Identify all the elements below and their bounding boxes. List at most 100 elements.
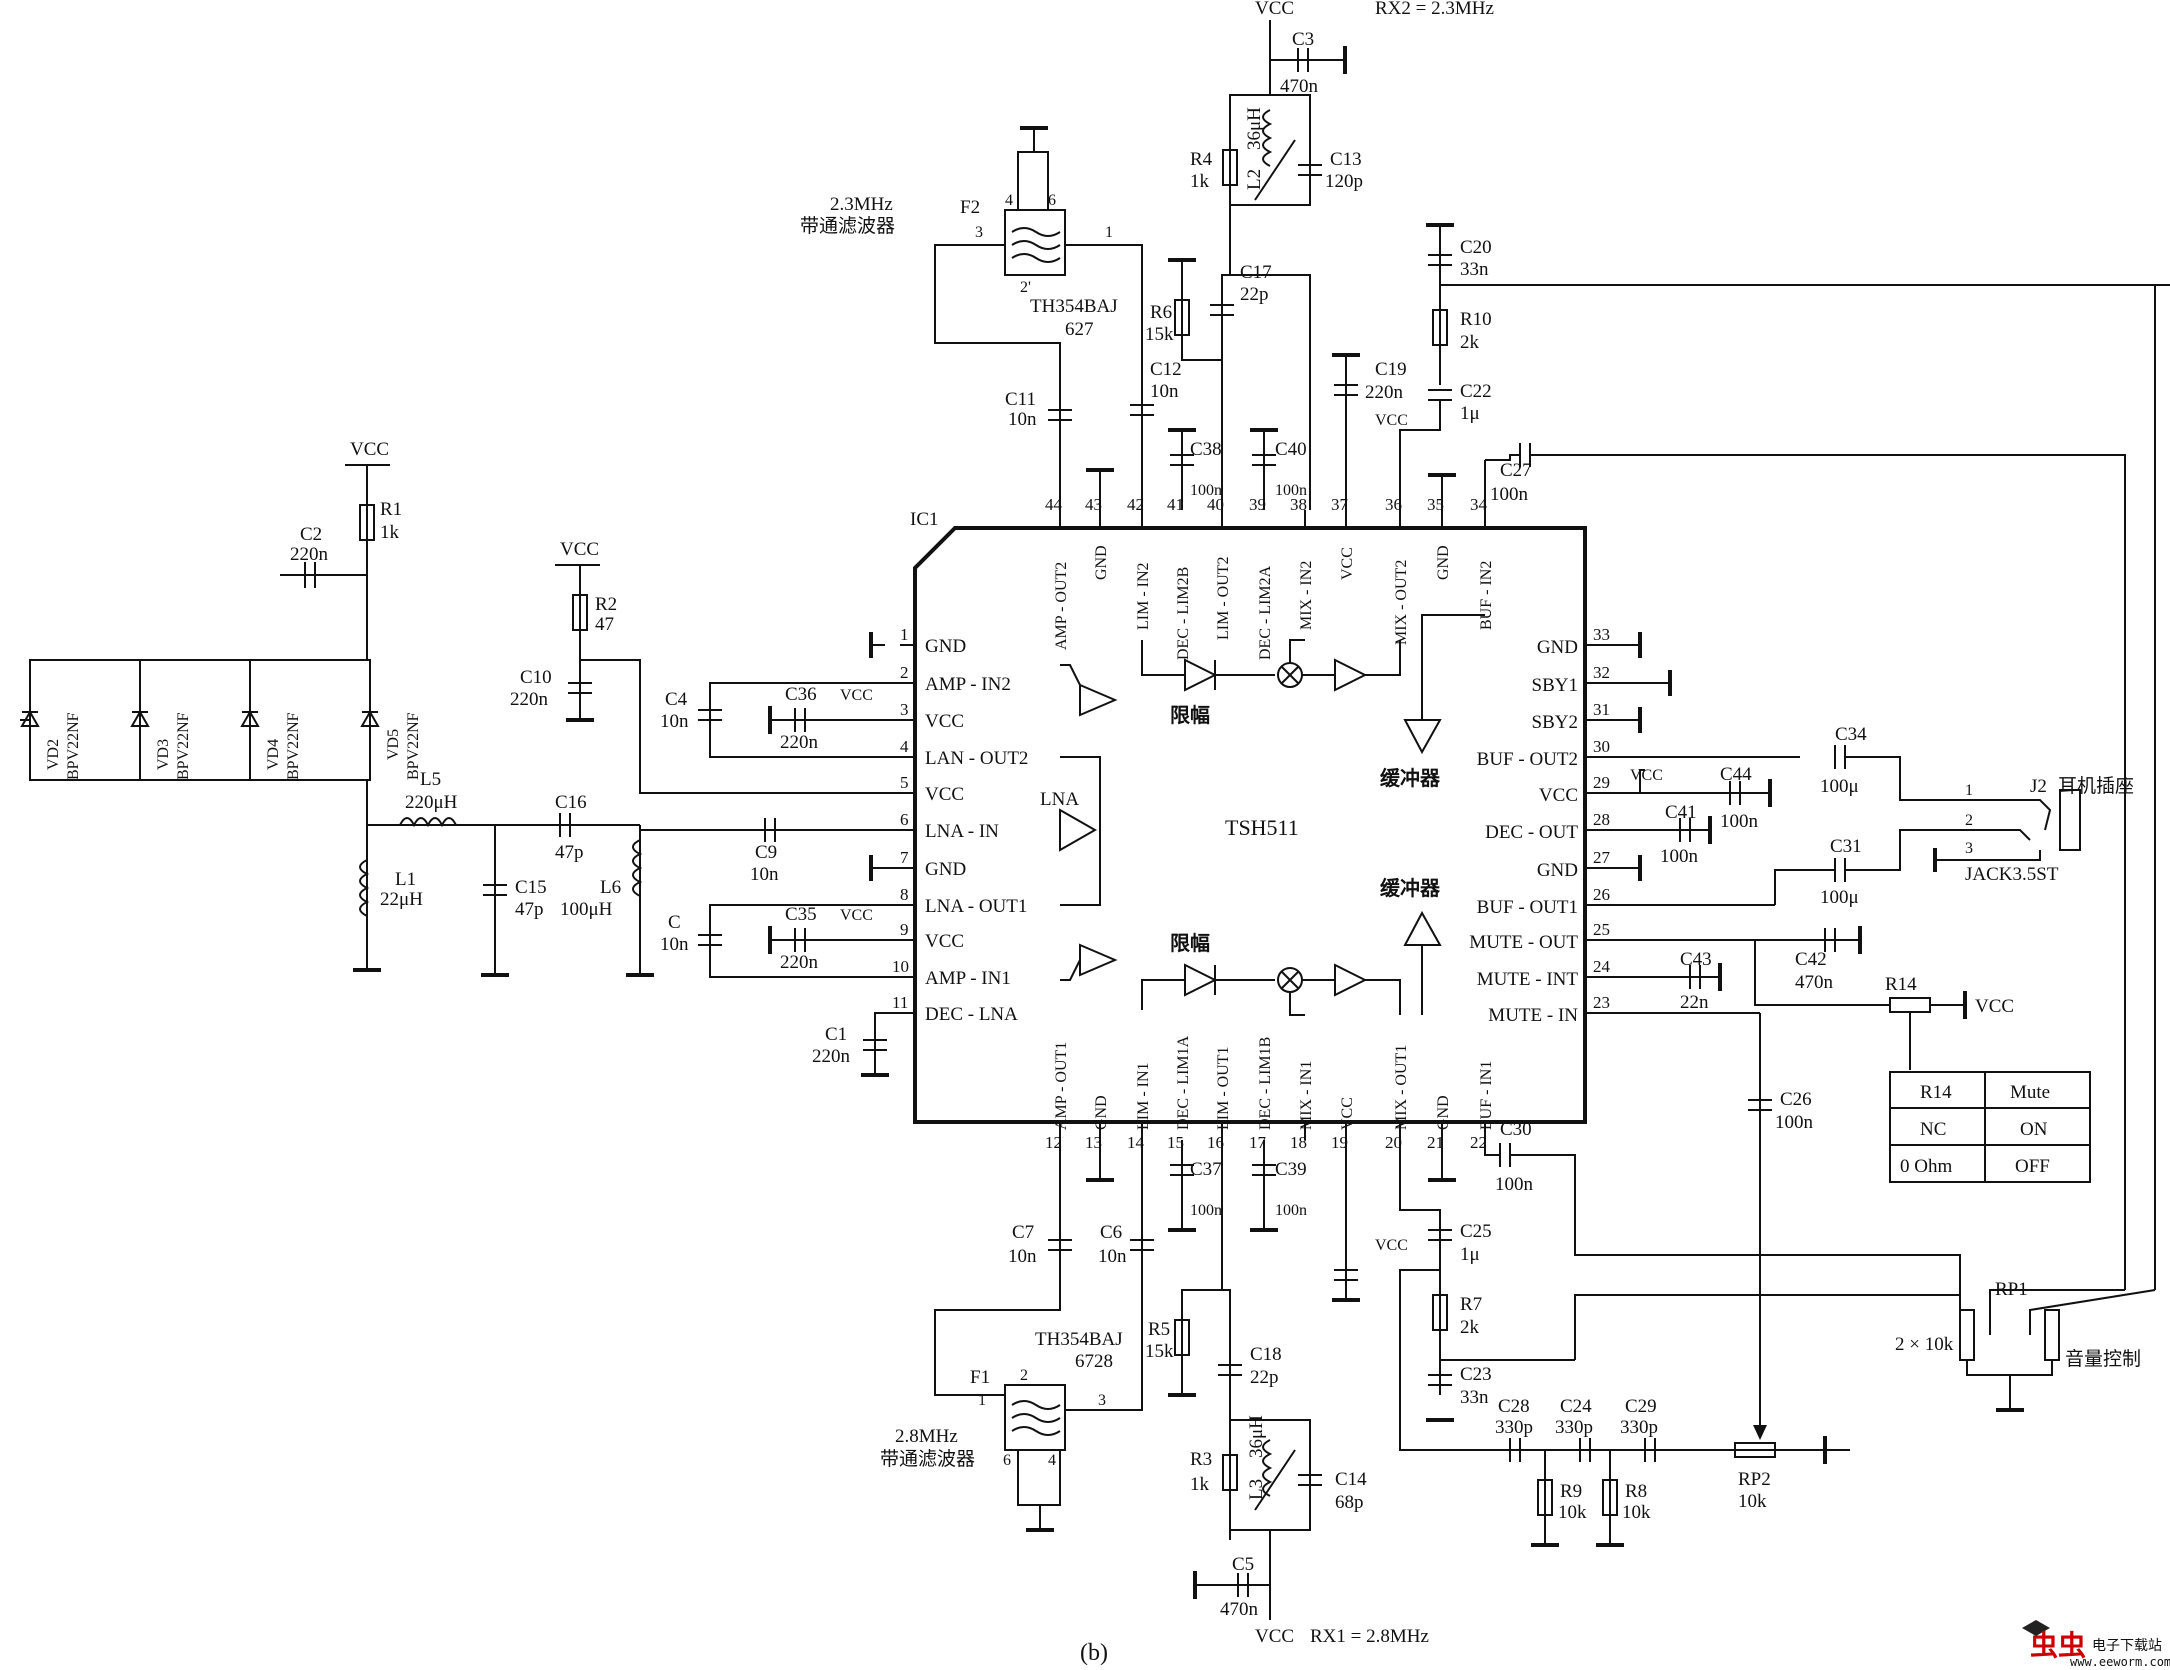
svg-text:100μ: 100μ bbox=[1820, 887, 1859, 908]
l6-inductor bbox=[632, 839, 643, 897]
lna-block: LNA bbox=[1040, 756, 1101, 906]
svg-text:12: 12 bbox=[1045, 1133, 1062, 1152]
svg-text:100n: 100n bbox=[1275, 1202, 1307, 1219]
svg-text:GND: GND bbox=[1537, 860, 1578, 881]
svg-text:15k: 15k bbox=[1145, 1341, 1174, 1362]
svg-text:6728: 6728 bbox=[1075, 1351, 1113, 1372]
svg-text:GND: GND bbox=[1435, 545, 1452, 580]
svg-text:VCC: VCC bbox=[1539, 785, 1578, 806]
svg-text:28: 28 bbox=[1593, 810, 1610, 829]
svg-text:3: 3 bbox=[1965, 840, 1973, 857]
svg-text:AMP - IN1: AMP - IN1 bbox=[925, 968, 1011, 989]
r5-resistor bbox=[1174, 1319, 1190, 1356]
svg-text:100μH: 100μH bbox=[560, 899, 613, 920]
svg-text:22n: 22n bbox=[1680, 992, 1709, 1013]
svg-text:VD5: VD5 bbox=[385, 729, 402, 760]
svg-text:6: 6 bbox=[1048, 192, 1056, 209]
svg-text:44: 44 bbox=[1045, 495, 1063, 514]
svg-text:GND: GND bbox=[1093, 545, 1110, 580]
svg-text:TH354BAJ: TH354BAJ bbox=[1035, 1329, 1123, 1350]
svg-text:6: 6 bbox=[900, 810, 909, 829]
svg-text:VCC: VCC bbox=[925, 931, 964, 952]
svg-text:25: 25 bbox=[1593, 920, 1610, 939]
svg-text:C5: C5 bbox=[1232, 1554, 1254, 1575]
svg-text:C13: C13 bbox=[1330, 149, 1362, 170]
svg-text:1: 1 bbox=[978, 1392, 986, 1409]
svg-text:C40: C40 bbox=[1275, 439, 1307, 460]
svg-text:RP2: RP2 bbox=[1738, 1469, 1771, 1490]
svg-text:LIM - OUT2: LIM - OUT2 bbox=[1215, 556, 1232, 640]
svg-text:VCC: VCC bbox=[840, 687, 873, 704]
svg-text:19: 19 bbox=[1331, 1133, 1348, 1152]
mute-table-cell: NC bbox=[1920, 1119, 1946, 1140]
svg-text:C43: C43 bbox=[1680, 949, 1712, 970]
svg-text:VCC: VCC bbox=[1375, 1237, 1408, 1254]
svg-text:4: 4 bbox=[1048, 1452, 1056, 1469]
mute-table-cell: 0 Ohm bbox=[1900, 1156, 1952, 1177]
svg-text:14: 14 bbox=[1127, 1133, 1145, 1152]
svg-text:47: 47 bbox=[595, 614, 614, 635]
svg-text:MIX - OUT1: MIX - OUT1 bbox=[1393, 1045, 1410, 1130]
ic-ref: IC1 bbox=[910, 509, 939, 530]
svg-text:C35: C35 bbox=[785, 904, 817, 925]
svg-text:4: 4 bbox=[1005, 192, 1013, 209]
svg-text:音量控制: 音量控制 bbox=[2065, 1348, 2141, 1370]
svg-text:1k: 1k bbox=[1190, 171, 1210, 192]
svg-text:VCC: VCC bbox=[1975, 996, 2014, 1017]
svg-text:VCC: VCC bbox=[1255, 1626, 1294, 1647]
r14-resistor bbox=[1889, 997, 1931, 1013]
svg-text:100n: 100n bbox=[1190, 482, 1222, 499]
l1-inductor bbox=[359, 859, 370, 917]
l3-inductor bbox=[1262, 1439, 1273, 1497]
svg-text:BPV22NF: BPV22NF bbox=[285, 712, 302, 780]
r10-resistor bbox=[1432, 309, 1448, 346]
svg-text:MUTE - INT: MUTE - INT bbox=[1477, 969, 1579, 990]
svg-text:33: 33 bbox=[1593, 625, 1610, 644]
svg-text:68p: 68p bbox=[1335, 1492, 1364, 1513]
svg-text:LNA - IN: LNA - IN bbox=[925, 821, 999, 842]
svg-text:2: 2 bbox=[1020, 1367, 1028, 1384]
svg-text:DEC - LIM1B: DEC - LIM1B bbox=[1257, 1037, 1274, 1130]
svg-text:MIX - OUT2: MIX - OUT2 bbox=[1393, 560, 1410, 645]
svg-text:C: C bbox=[668, 912, 681, 933]
svg-text:C28: C28 bbox=[1498, 1396, 1530, 1417]
svg-text:2.8MHz: 2.8MHz bbox=[895, 1426, 958, 1447]
svg-text:100n: 100n bbox=[1660, 846, 1699, 867]
svg-text:C39: C39 bbox=[1275, 1159, 1307, 1180]
svg-text:BPV22NF: BPV22NF bbox=[405, 712, 422, 780]
svg-text:1μ: 1μ bbox=[1460, 1244, 1480, 1265]
svg-text:220n: 220n bbox=[510, 689, 549, 710]
svg-text:C6: C6 bbox=[1100, 1222, 1122, 1243]
svg-text:限幅: 限幅 bbox=[1170, 932, 1210, 955]
svg-text:5: 5 bbox=[900, 773, 909, 792]
svg-text:虫虫: 虫虫 bbox=[2030, 1629, 2086, 1662]
svg-text:C9: C9 bbox=[755, 842, 777, 863]
svg-text:30: 30 bbox=[1593, 737, 1610, 756]
svg-text:R14: R14 bbox=[1885, 974, 1917, 995]
svg-text:C31: C31 bbox=[1830, 836, 1862, 857]
svg-text:3: 3 bbox=[1098, 1392, 1106, 1409]
svg-text:C23: C23 bbox=[1460, 1364, 1492, 1385]
svg-text:L2: L2 bbox=[1244, 169, 1265, 190]
svg-text:C29: C29 bbox=[1625, 1396, 1657, 1417]
svg-text:J2: J2 bbox=[2030, 776, 2047, 797]
svg-text:C18: C18 bbox=[1250, 1344, 1282, 1365]
svg-text:BUF - IN1: BUF - IN1 bbox=[1478, 1061, 1495, 1130]
svg-text:470n: 470n bbox=[1280, 76, 1319, 97]
svg-text:100n: 100n bbox=[1495, 1174, 1534, 1195]
svg-text:F2: F2 bbox=[960, 197, 980, 218]
svg-text:1: 1 bbox=[1105, 224, 1113, 241]
svg-text:24: 24 bbox=[1593, 957, 1611, 976]
buffer-top: 缓冲器 bbox=[1380, 614, 1485, 790]
svg-text:AMP - OUT2: AMP - OUT2 bbox=[1053, 562, 1070, 650]
svg-text:R6: R6 bbox=[1150, 302, 1172, 323]
svg-text:10n: 10n bbox=[1008, 409, 1037, 430]
svg-text:C41: C41 bbox=[1665, 802, 1697, 823]
svg-text:6: 6 bbox=[1003, 1452, 1011, 1469]
svg-text:100n: 100n bbox=[1775, 1112, 1814, 1133]
r1-resistor bbox=[359, 504, 375, 541]
svg-text:SBY1: SBY1 bbox=[1532, 675, 1578, 696]
